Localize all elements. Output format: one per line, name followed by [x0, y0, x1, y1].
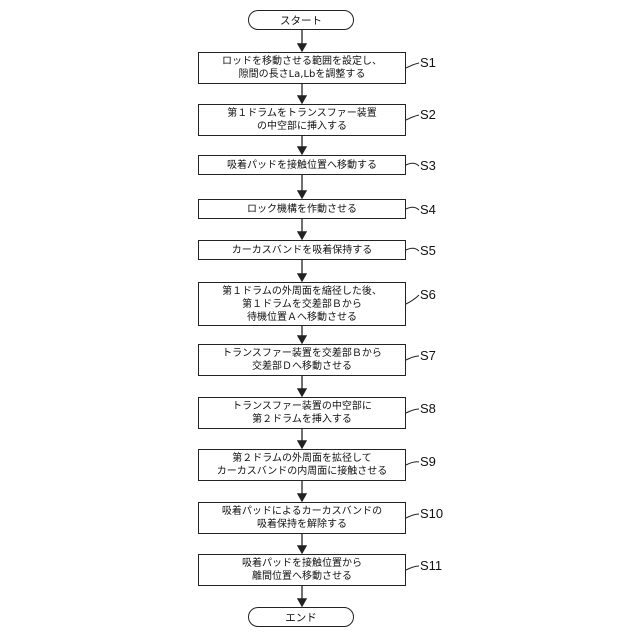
- step-leader-line: [406, 409, 419, 413]
- step-s6-tag: S6: [420, 288, 436, 302]
- step-s9-tag: S9: [420, 455, 436, 469]
- start-terminal: スタート: [248, 10, 354, 30]
- step-s6-text: 第１ドラムの外周面を縮径した後、 第１ドラムを交差部Ｂから 待機位置Ａへ移動させ…: [222, 285, 382, 324]
- step-s3-tag: S3: [420, 159, 436, 173]
- step-s9-box: 第２ドラムの外周面を拡径して カーカスバンドの内周面に接触させる: [198, 449, 406, 481]
- step-leader-line: [406, 566, 419, 570]
- step-leader-line: [406, 163, 419, 166]
- step-s10-tag: S10: [420, 507, 443, 521]
- step-s3-box: 吸着パッドを接触位置へ移動する: [198, 155, 406, 175]
- step-s4-text: ロック機構を作動させる: [247, 203, 357, 216]
- step-s11-tag: S11: [420, 559, 442, 573]
- step-s3-text: 吸着パッドを接触位置へ移動する: [227, 159, 377, 172]
- end-terminal: エンド: [248, 607, 354, 627]
- step-s11-text: 吸着パッドを接触位置から 離間位置へ移動させる: [242, 557, 362, 583]
- start-label: スタート: [280, 13, 322, 28]
- step-s1-box: ロッドを移動させる範囲を設定し、 隙間の長さLa,Lbを調整する: [198, 52, 406, 84]
- step-s5-box: カーカスバンドを吸着保持する: [198, 240, 406, 260]
- step-leader-line: [406, 295, 419, 304]
- step-s7-box: トランスファー装置を交差部Ｂから 交差部Ｄへ移動させる: [198, 344, 406, 376]
- step-s6-box: 第１ドラムの外周面を縮径した後、 第１ドラムを交差部Ｂから 待機位置Ａへ移動させ…: [198, 282, 406, 326]
- step-s8-text: トランスファー装置の中空部に 第２ドラムを挿入する: [232, 400, 372, 426]
- step-leader-line: [406, 356, 419, 360]
- step-s10-box: 吸着パッドによるカーカスバンドの 吸着保持を解除する: [198, 502, 406, 534]
- step-s4-box: ロック機構を作動させる: [198, 199, 406, 219]
- step-s2-box: 第１ドラムをトランスファー装置 の中空部に挿入する: [198, 104, 406, 136]
- step-s1-tag: S1: [420, 56, 436, 70]
- end-label: エンド: [285, 610, 317, 625]
- step-s7-text: トランスファー装置を交差部Ｂから 交差部Ｄへ移動させる: [222, 347, 382, 373]
- step-s7-tag: S7: [420, 349, 436, 363]
- step-leader-line: [406, 462, 419, 465]
- step-s11-box: 吸着パッドを接触位置から 離間位置へ移動させる: [198, 554, 406, 586]
- step-leader-line: [406, 207, 419, 210]
- step-s2-tag: S2: [420, 108, 436, 122]
- step-s1-text: ロッドを移動させる範囲を設定し、 隙間の長さLa,Lbを調整する: [222, 55, 382, 81]
- step-leader-line: [406, 115, 419, 120]
- step-leader-line: [406, 63, 419, 68]
- step-leader-line: [406, 514, 419, 518]
- step-s8-tag: S8: [420, 402, 436, 416]
- step-s2-text: 第１ドラムをトランスファー装置 の中空部に挿入する: [227, 107, 377, 133]
- step-s4-tag: S4: [420, 203, 436, 217]
- step-leader-line: [406, 248, 419, 251]
- step-s10-text: 吸着パッドによるカーカスバンドの 吸着保持を解除する: [222, 505, 382, 531]
- step-s5-tag: S5: [420, 244, 436, 258]
- step-s8-box: トランスファー装置の中空部に 第２ドラムを挿入する: [198, 397, 406, 429]
- step-s5-text: カーカスバンドを吸着保持する: [232, 244, 373, 257]
- step-s9-text: 第２ドラムの外周面を拡径して カーカスバンドの内周面に接触させる: [217, 452, 388, 478]
